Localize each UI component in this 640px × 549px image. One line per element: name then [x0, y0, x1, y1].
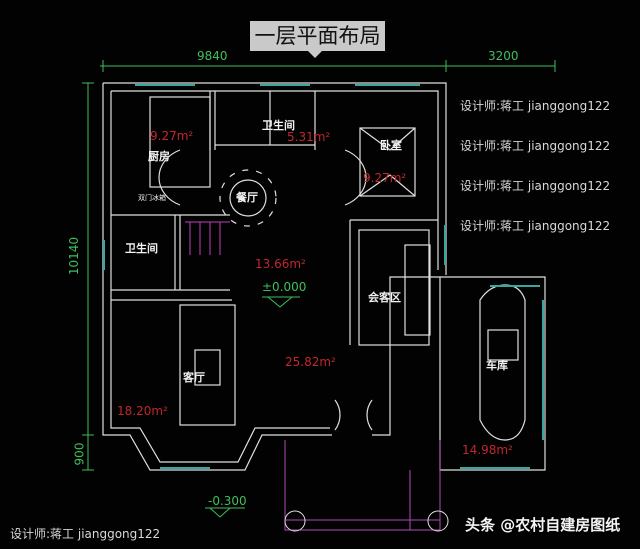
- garage-label: 车库: [486, 359, 508, 372]
- dimension-lines: [82, 60, 556, 471]
- bedroom-label: 卧室: [380, 139, 402, 152]
- dining-label: 餐厅: [236, 191, 258, 204]
- stairs: [185, 221, 230, 255]
- walls: [102, 82, 546, 471]
- living-area: 18.20m²: [117, 404, 168, 418]
- level-markers: [205, 296, 300, 518]
- reception-area: 25.82m²: [285, 355, 336, 369]
- porch: [284, 440, 441, 531]
- kitchen-label: 厨房: [148, 150, 170, 163]
- dim-left-main: 10140: [67, 236, 82, 276]
- watermark: 设计师:蒋工 jianggong122: [460, 179, 611, 193]
- reception-label: 会客区: [368, 291, 401, 304]
- dining-area: 13.66m²: [255, 257, 306, 271]
- fridge-label: 双门冰箱: [138, 194, 166, 202]
- bathroom-left-label: 卫生间: [125, 242, 158, 255]
- watermark: 设计师:蒋工 jianggong122: [460, 219, 611, 233]
- watermark: 设计师:蒋工 jianggong122: [10, 527, 161, 541]
- living-label: 客厅: [183, 371, 205, 384]
- bedroom-area: 9.27m²: [363, 171, 407, 185]
- porch-columns: [284, 510, 449, 532]
- kitchen-area: 9.27m²: [150, 129, 194, 143]
- floor-level: ±0.000: [262, 280, 307, 294]
- dim-left-bay: 900: [72, 442, 87, 466]
- garage-area: 14.98m²: [462, 443, 513, 457]
- watermark: 设计师:蒋工 jianggong122: [460, 99, 611, 113]
- source-credit: 头条 @农村自建房图纸: [465, 516, 621, 534]
- dim-top-garage: 3200: [488, 49, 519, 63]
- bathroom-top-label: 卫生间: [262, 119, 295, 132]
- windows: [103, 84, 544, 469]
- plan-title: 一层平面布局: [250, 21, 385, 58]
- bathroom-top-area: 5.31m²: [287, 130, 331, 144]
- watermark: 设计师:蒋工 jianggong122: [460, 139, 611, 153]
- dim-top-main: 9840: [197, 49, 228, 63]
- porch-level: -0.300: [208, 494, 247, 508]
